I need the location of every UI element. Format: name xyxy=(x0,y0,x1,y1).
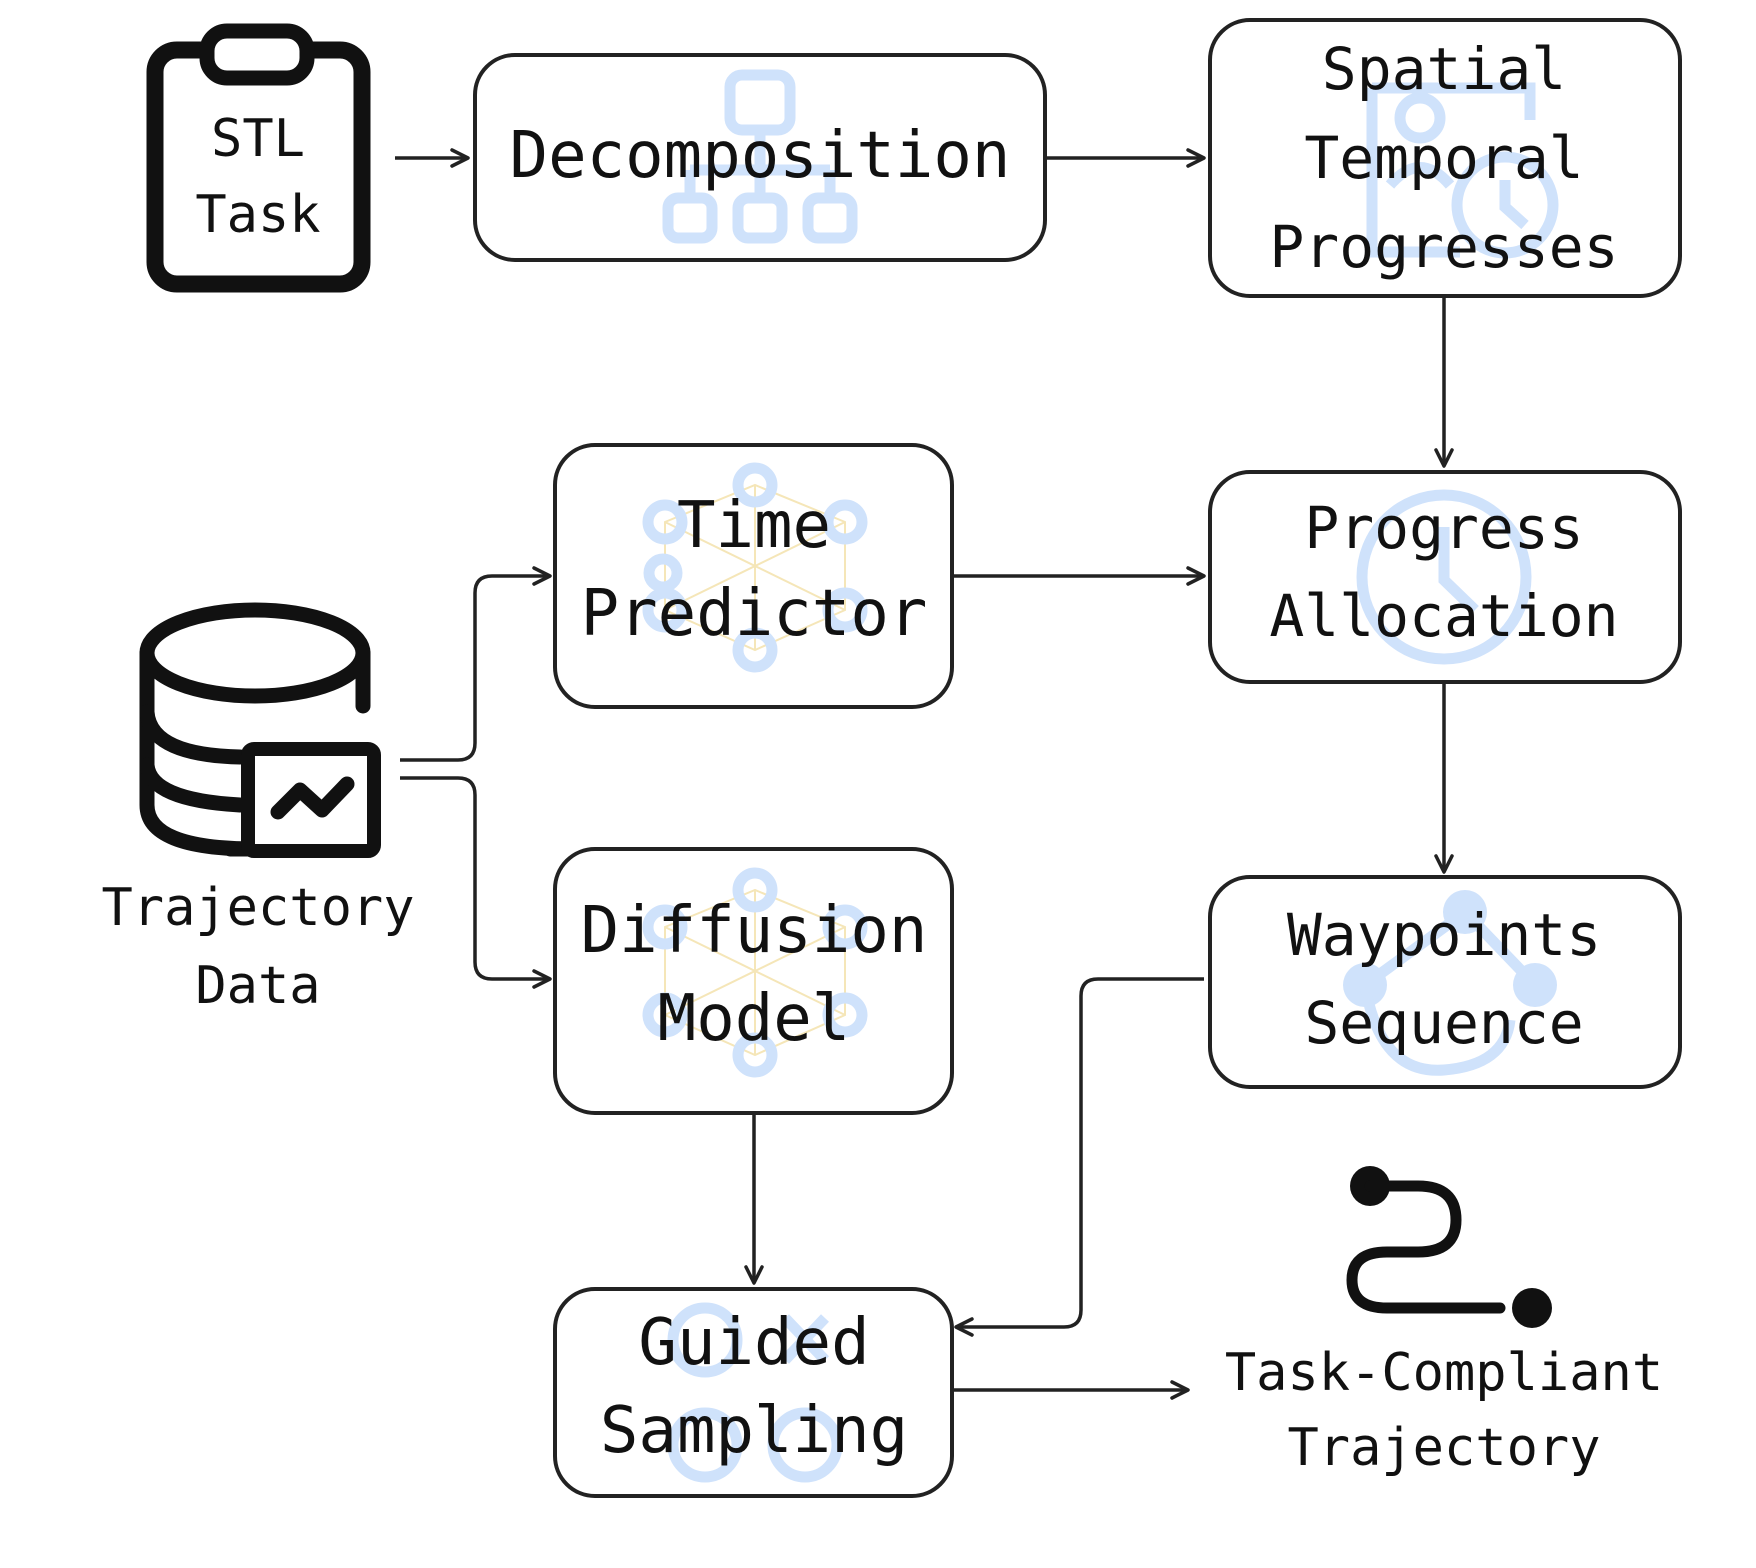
circles-icon xyxy=(667,1302,843,1483)
person-clock-icon xyxy=(1366,82,1559,259)
stl-task-node: STL Task xyxy=(146,23,371,293)
diffusion-model-label: Model xyxy=(658,982,851,1056)
progress-allocation-node: Progress Allocation xyxy=(1208,470,1682,684)
task-compliant-label: Trajectory xyxy=(1287,1418,1600,1478)
trajectory-data-label: Data xyxy=(195,956,320,1016)
spatial-temporal-node: Spatial Temporal Progresses xyxy=(1208,18,1682,298)
waypoints-sequence-node: Waypoints Sequence xyxy=(1208,875,1682,1089)
hierarchy-icon xyxy=(662,69,858,244)
waypoints-sequence-label: Waypoints xyxy=(1287,901,1601,969)
database-chart-icon xyxy=(139,602,381,858)
task-compliant-label: Task-Compliant xyxy=(1225,1343,1663,1403)
route-icon xyxy=(1343,890,1557,1076)
task-compliant-node: Task-Compliant Trajectory xyxy=(1225,1166,1663,1478)
edge-data-to-diffusion xyxy=(400,776,552,989)
edge-data-to-time-predictor xyxy=(400,566,552,762)
decomposition-node: Decomposition xyxy=(473,53,1047,262)
edges xyxy=(395,148,1454,1400)
time-predictor-label: Time xyxy=(677,489,831,563)
progress-allocation-label: Allocation xyxy=(1269,582,1618,650)
diffusion-model-node: Diffusion Model xyxy=(553,847,954,1115)
spatial-temporal-label: Temporal xyxy=(1304,124,1583,192)
clipboard-icon xyxy=(146,23,371,293)
guided-sampling-label: Guided xyxy=(638,1306,869,1380)
time-predictor-label: Predictor xyxy=(581,577,928,651)
clock-icon xyxy=(1356,489,1532,665)
edge-waypoints-to-guided xyxy=(954,977,1204,1337)
stl-task-label: Task xyxy=(195,185,320,245)
trajectory-data-node: Trajectory Data xyxy=(101,602,415,1016)
progress-allocation-label: Progress xyxy=(1304,494,1583,562)
trajectory-data-label: Trajectory xyxy=(101,878,414,938)
diffusion-model-label: Diffusion xyxy=(581,894,928,968)
neural-network-icon xyxy=(642,462,868,673)
path-icon xyxy=(1346,1166,1552,1328)
spatial-temporal-label: Progresses xyxy=(1269,213,1618,281)
decomposition-label: Decomposition xyxy=(510,119,1011,193)
neural-network-icon xyxy=(642,867,868,1078)
guided-sampling-label: Sampling xyxy=(600,1394,908,1468)
guided-sampling-node: Guided Sampling xyxy=(553,1287,954,1498)
time-predictor-node: Time Predictor xyxy=(553,443,954,709)
spatial-temporal-label: Spatial xyxy=(1322,35,1566,103)
stl-task-label: STL xyxy=(211,109,305,169)
waypoints-sequence-label: Sequence xyxy=(1304,989,1583,1057)
